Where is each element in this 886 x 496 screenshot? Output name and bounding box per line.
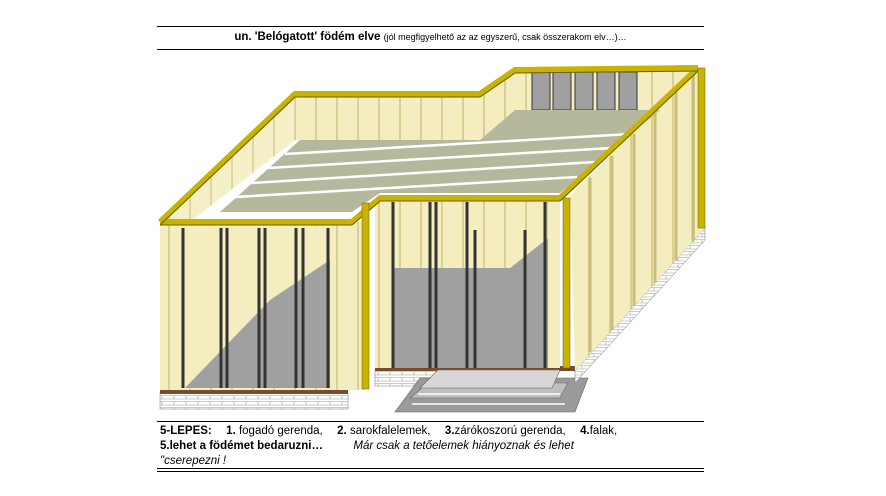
left-wing-openings (181, 226, 330, 388)
caption-bottom-rule-2 (157, 471, 704, 472)
top-plate-beams (157, 65, 701, 225)
item-2-number: 2. (337, 425, 347, 437)
title-top-rule (157, 26, 704, 27)
rear-wall-openings (531, 71, 638, 111)
step-label: 5-LEPES: (160, 425, 212, 437)
item-5-text: 5.lehet a födémet bedaruzni… (160, 440, 323, 452)
item-4-text: falak, (589, 425, 618, 437)
note-line-2: "cserepezni ! (160, 455, 227, 467)
title-bottom-rule (157, 49, 704, 50)
right-side-wall (570, 68, 705, 371)
entrance-steps (394, 369, 589, 413)
item-1-number: 1. (226, 425, 236, 437)
item-3-number: 3. (444, 425, 455, 437)
title-main: un. 'Belógatott' födém elve (234, 31, 381, 43)
title-note: (jól megfigyelhető az az egyszerű, csak … (383, 32, 627, 42)
item-4-number: 4. (580, 425, 590, 437)
back-side-wall (480, 70, 515, 140)
floor-slab (220, 110, 660, 212)
beam-edges (159, 70, 699, 226)
foundation-left (159, 392, 349, 410)
note-line-1: Már csak a tetőelemek hiányoznak és lehe… (353, 440, 574, 452)
brick-sill-left (160, 389, 348, 394)
item-3-text: zárókoszorú gerenda, (454, 425, 566, 437)
caption-top-rule (157, 421, 704, 422)
foundation-right (574, 227, 706, 384)
back-left-wall (295, 94, 480, 140)
right-wall-studs (588, 76, 695, 352)
item-2-text: sarokfalelemek, (349, 425, 431, 437)
step-caption: 5-LEPES: 1. fogadó gerenda, 2. sarokfale… (160, 424, 720, 469)
slab-plank-joints (234, 132, 631, 199)
page-title: un. 'Belógatott' födém elve (jól megfigy… (157, 31, 704, 43)
middle-openings (391, 202, 548, 368)
caption-bottom-rule-1 (157, 468, 704, 469)
corner-posts (361, 67, 706, 390)
item-1-text: fogadó gerenda, (238, 425, 323, 437)
brick-sill-middle (375, 366, 575, 371)
